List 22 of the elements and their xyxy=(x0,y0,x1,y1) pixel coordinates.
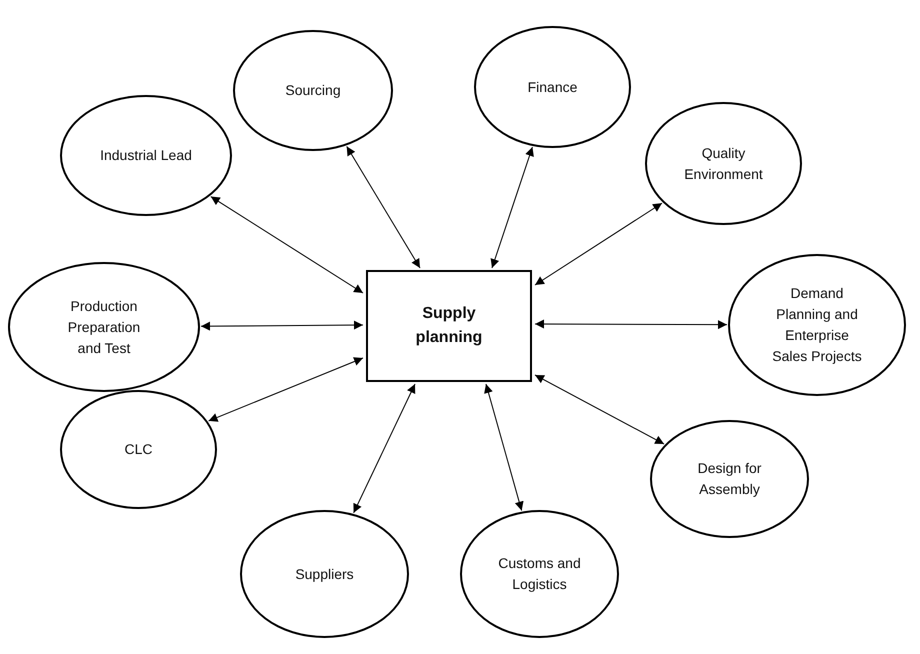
node-label: Industrial Lead xyxy=(100,146,192,165)
node-label: Demand Planning and Enterprise Sales Projects xyxy=(771,284,863,366)
double-arrow xyxy=(346,146,420,268)
node-label: Production Preparation and Test xyxy=(66,296,142,358)
double-arrow xyxy=(534,320,728,330)
double-arrow xyxy=(353,384,416,514)
node-label: Quality Environment xyxy=(683,144,764,184)
double-arrow xyxy=(208,357,364,422)
double-arrow xyxy=(534,202,663,286)
double-arrow xyxy=(534,374,665,445)
double-arrow xyxy=(484,384,524,512)
node-label: Finance xyxy=(528,78,578,96)
process-box xyxy=(366,270,532,382)
node-label: Design for Assembly xyxy=(696,459,762,499)
node-label: CLC xyxy=(124,440,152,459)
node-label: Sourcing xyxy=(285,81,341,100)
double-arrow xyxy=(210,196,364,294)
double-arrow xyxy=(200,320,364,331)
node-label: Supply planning xyxy=(414,304,484,348)
double-arrow xyxy=(490,146,534,268)
node-label: Customs and Logistics xyxy=(497,554,582,594)
node-label: Suppliers xyxy=(295,564,354,584)
